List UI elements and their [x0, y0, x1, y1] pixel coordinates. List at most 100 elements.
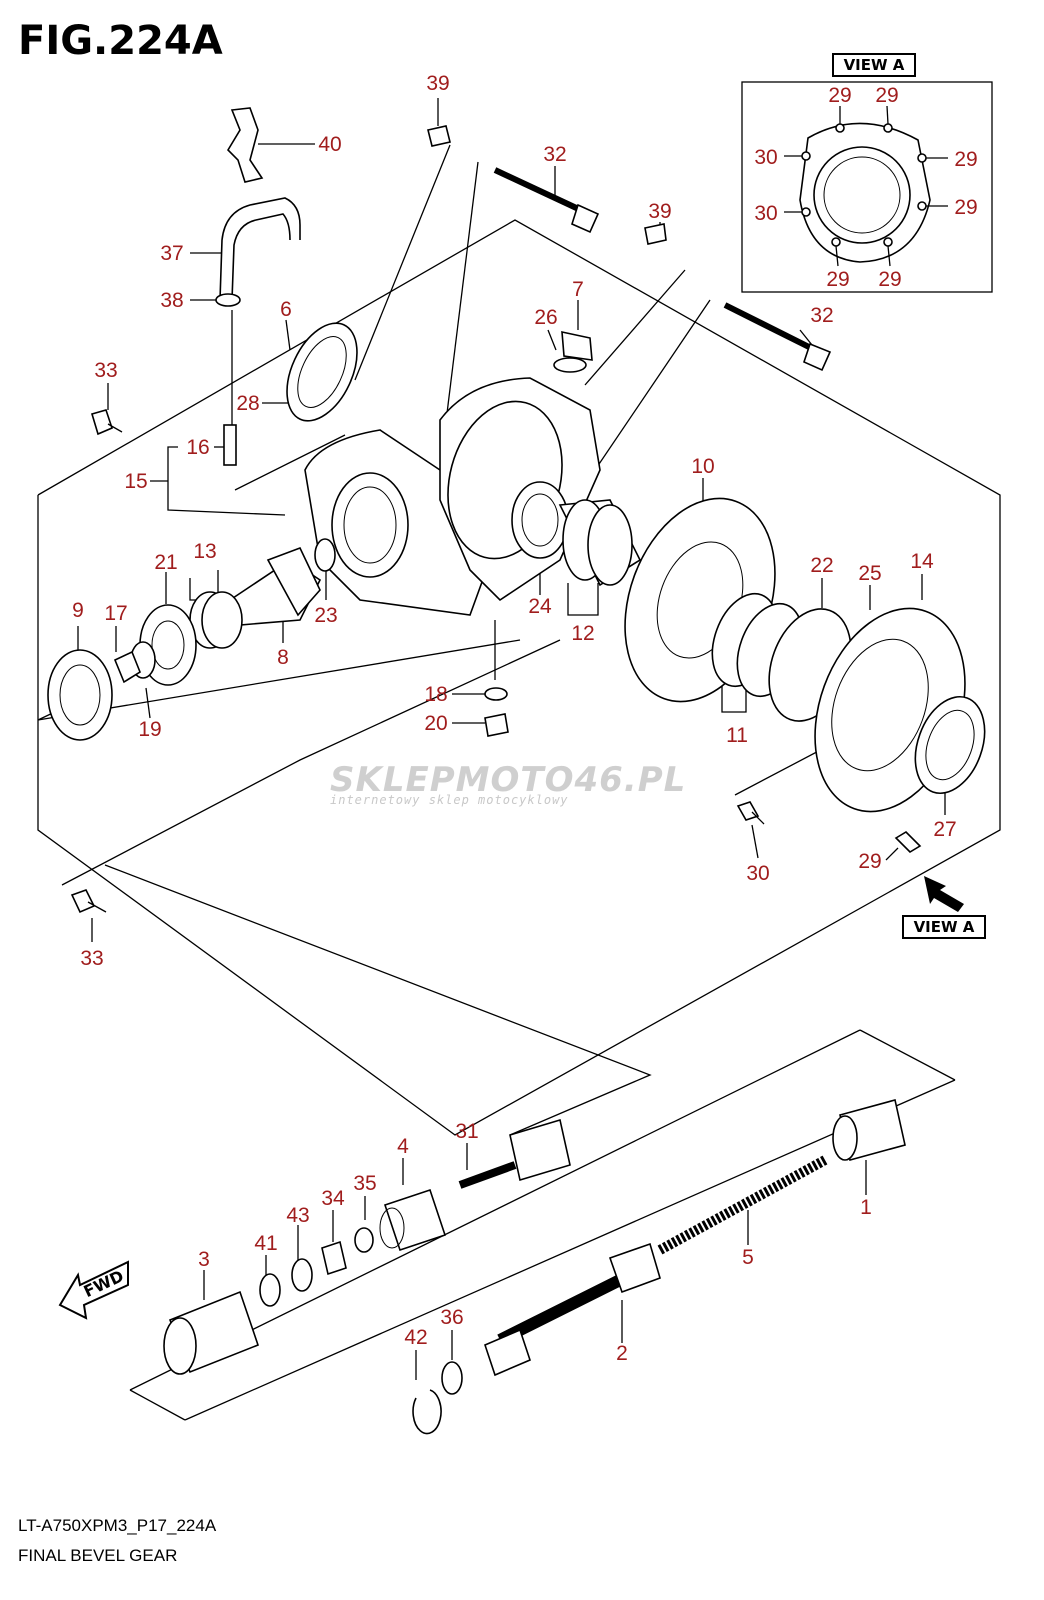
part-hose-37: [219, 197, 301, 301]
callout-numbers: 39 40 32 37 38 6 39 7 26 32 33 28 16 15 …: [72, 72, 957, 1365]
callout-16: 16: [186, 436, 209, 459]
part-plug-7: [561, 330, 593, 361]
part-hose-clip-38: [215, 293, 241, 307]
part-nut-39a: [427, 125, 451, 147]
callout-28: 28: [236, 392, 259, 415]
view-a-arrow-icon: [924, 876, 964, 912]
part-bearing-23: [314, 538, 336, 572]
callout-32b: 32: [810, 304, 833, 327]
view-a-label-bottom: VIEW A: [902, 915, 986, 939]
part-shims-12: [558, 499, 642, 587]
callout-14: 14: [910, 550, 934, 573]
callout-34: 34: [321, 1187, 345, 1210]
callout-43: 43: [286, 1204, 309, 1227]
callout-33a: 33: [94, 359, 117, 382]
part-coupling-9: [47, 649, 113, 741]
callout-12: 12: [571, 622, 594, 645]
callout-24: 24: [528, 595, 552, 618]
part-nut-17: [113, 650, 141, 684]
callout-8: 8: [277, 646, 289, 669]
part-circlip-42: [412, 1389, 442, 1435]
callout-26: 26: [534, 306, 557, 329]
callout-36: 36: [440, 1306, 463, 1329]
callout-10: 10: [691, 455, 714, 478]
callout-19: 19: [138, 718, 161, 741]
callout-4: 4: [397, 1135, 409, 1158]
part-collar-1: [832, 1099, 906, 1161]
view-a-label-top: VIEW A: [832, 53, 916, 77]
watermark-tagline: internetowy sklep motocyklowy: [330, 793, 569, 807]
leader-lines: [77, 98, 956, 1421]
callout-23: 23: [314, 604, 337, 627]
part-bolt-29: [894, 830, 922, 854]
part-shaft-2: [484, 1242, 661, 1377]
figure-code: LT-A750XPM3_P17_224A: [18, 1516, 217, 1535]
watermark-logo: SKLEPMOTO46.PL: [330, 760, 687, 800]
callout-9: 9: [72, 599, 84, 622]
callout-38: 38: [160, 289, 183, 312]
part-washer-35: [354, 1227, 374, 1253]
callout-3: 3: [198, 1248, 210, 1271]
callout-20: 20: [424, 712, 447, 735]
part-bolt-32a: [493, 167, 600, 234]
callout-18: 18: [424, 683, 447, 706]
callout-21: 21: [154, 551, 177, 574]
part-dowel-16: [223, 424, 237, 466]
callout-7: 7: [572, 278, 584, 301]
part-seal-27: [914, 695, 986, 795]
part-pinion-8: [229, 546, 322, 626]
callout-22: 22: [810, 554, 833, 577]
part-nut-39b: [644, 223, 667, 245]
view-a-callout-29f: 29: [878, 268, 901, 291]
view-a-callouts: 29 29 30 29 30 29 29 29: [754, 84, 977, 291]
callout-39b: 39: [648, 200, 671, 223]
part-circlip-43: [291, 1258, 313, 1292]
callout-2: 2: [616, 1342, 628, 1365]
view-a-callout-29e: 29: [826, 268, 849, 291]
part-bolt-33b: [70, 889, 107, 914]
part-bolt-33a: [91, 409, 123, 436]
part-spring-5: [657, 1155, 828, 1255]
part-boot-3: [163, 1290, 260, 1375]
part-circlip-41: [259, 1273, 281, 1307]
part-joint-31: [458, 1118, 571, 1189]
callout-6: 6: [280, 298, 292, 321]
part-oil-seal-6: [286, 322, 358, 422]
callout-29: 29: [858, 850, 881, 873]
callout-11: 11: [726, 724, 748, 747]
callout-37: 37: [160, 242, 183, 265]
view-a-callout-30a: 30: [754, 146, 777, 169]
part-gasket-18: [484, 687, 508, 701]
callout-32a: 32: [543, 143, 566, 166]
callout-27: 27: [933, 818, 956, 841]
part-clamp-40: [226, 107, 264, 183]
callout-39a: 39: [426, 72, 449, 95]
callout-30: 30: [746, 862, 769, 885]
callout-15: 15: [124, 470, 147, 493]
part-bolt-32b: [723, 302, 832, 372]
fwd-arrow-icon: FWD: [58, 1260, 129, 1320]
view-a-callout-29a: 29: [828, 84, 851, 107]
callout-17: 17: [104, 602, 127, 625]
view-a-callout-29b: 29: [875, 84, 898, 107]
part-bolt-30: [736, 801, 765, 825]
part-nut-34: [321, 1240, 347, 1276]
part-sleeve-4: [379, 1188, 447, 1252]
view-a-label-top-text: VIEW A: [843, 56, 905, 74]
main-assembly-frame: [37, 219, 1001, 1136]
callout-35: 35: [353, 1172, 376, 1195]
callout-13: 13: [193, 540, 216, 563]
part-oring-26: [553, 357, 587, 373]
view-a-callout-30b: 30: [754, 202, 777, 225]
callout-25: 25: [858, 562, 881, 585]
view-a-leaders: [784, 105, 948, 267]
callout-31: 31: [455, 1120, 478, 1143]
callout-42: 42: [404, 1326, 427, 1349]
view-a-label-bottom-text: VIEW A: [913, 918, 975, 936]
callout-33b: 33: [80, 947, 103, 970]
view-a-inset: [741, 81, 993, 293]
part-collar-13: [189, 591, 243, 649]
view-a-callout-29c: 29: [954, 148, 977, 171]
callout-40: 40: [318, 133, 341, 156]
